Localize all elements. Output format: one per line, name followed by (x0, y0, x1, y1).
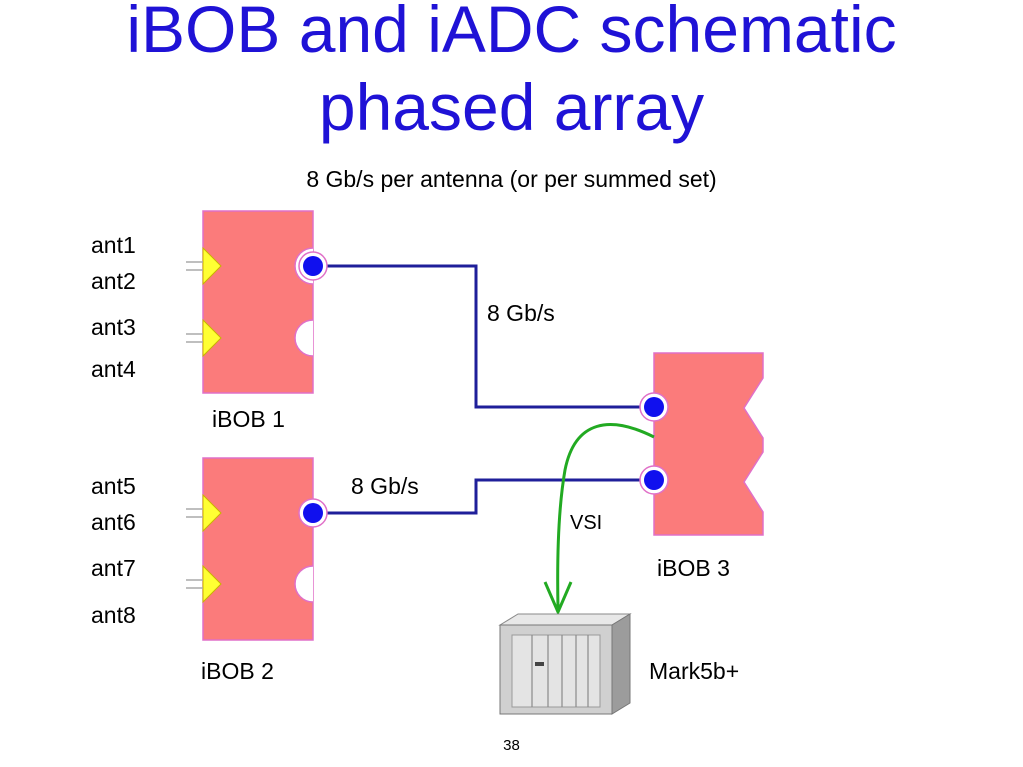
slide-title-line-2: phased array (318, 70, 705, 144)
input-arrow-icon (202, 493, 222, 533)
recorder-label: Mark5b+ (649, 658, 740, 684)
recorder-icon (498, 613, 632, 715)
connector-dot-icon (644, 470, 664, 490)
lower-link-rate-label: 8 Gb/s (351, 473, 419, 499)
antenna-label-ant5: ant5 (91, 473, 136, 499)
antenna-label-ant6: ant6 (91, 509, 136, 535)
ibob2-board (186, 457, 328, 641)
antenna-label-ant7: ant7 (91, 555, 136, 581)
wire-ibob2-to-ibob3 (313, 478, 654, 515)
vsi-arrow (543, 423, 655, 616)
input-arrow-icon (202, 564, 222, 604)
ibob3-board (639, 352, 764, 536)
connector-dot-icon (303, 256, 323, 276)
page-number: 38 (503, 737, 520, 754)
antenna-label-ant1: ant1 (91, 232, 136, 258)
antenna-label-ant3: ant3 (91, 314, 136, 340)
input-arrow-icon (202, 318, 222, 358)
ibob3-label: iBOB 3 (657, 555, 730, 581)
antenna-label-ant2: ant2 (91, 268, 136, 294)
antenna-label-ant4: ant4 (91, 356, 136, 382)
antenna-label-ant8: ant8 (91, 602, 136, 628)
slide-subtitle: 8 Gb/s per antenna (or per summed set) (306, 166, 717, 192)
input-arrow-icon (202, 246, 222, 286)
connector-dot-icon (303, 503, 323, 523)
ibob1-board (186, 210, 328, 394)
vsi-label: VSI (570, 512, 603, 534)
wire-ibob1-to-ibob3 (313, 264, 654, 409)
ibob1-label: iBOB 1 (212, 406, 285, 432)
connector-dot-icon (644, 397, 664, 417)
upper-link-rate-label: 8 Gb/s (487, 300, 555, 326)
ibob2-label: iBOB 2 (201, 658, 274, 684)
slide-title-line-1: iBOB and iADC schematic (126, 0, 897, 66)
